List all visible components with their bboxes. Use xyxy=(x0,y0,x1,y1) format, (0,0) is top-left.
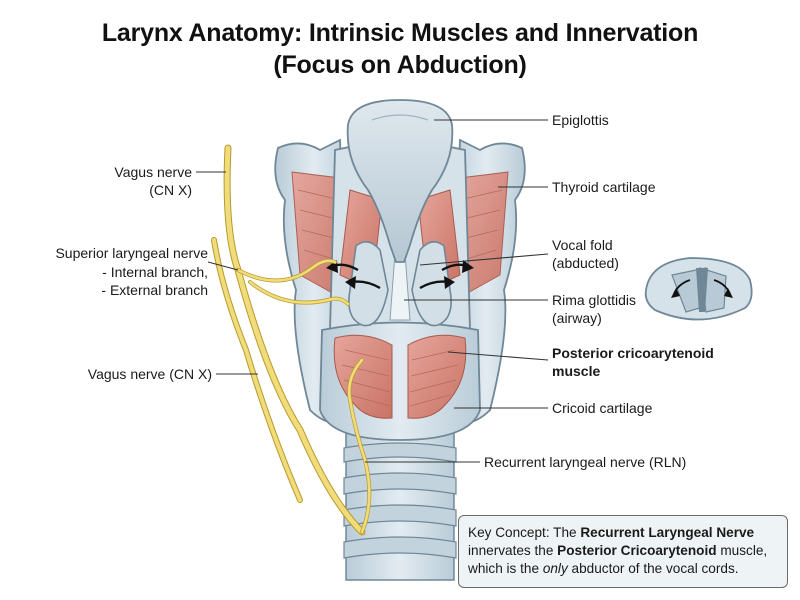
glottis-inset xyxy=(644,257,753,321)
key-concept-box: Key Concept: The Recurrent Laryngeal Ner… xyxy=(458,515,788,588)
key-concept-text-3: muscle, which is the xyxy=(468,543,768,576)
label-vagus-top-2: (CN X) xyxy=(149,182,192,198)
label-pca-2: muscle xyxy=(552,363,601,379)
label-epiglottis: Epiglottis xyxy=(552,112,609,128)
key-concept-rln: Recurrent Laryngeal Nerve xyxy=(580,525,755,540)
abduction-arrows xyxy=(326,260,474,290)
label-rima-2: (airway) xyxy=(552,310,602,326)
leader-lines xyxy=(196,119,549,463)
label-vagus-top-1: Vagus nerve xyxy=(114,164,192,180)
label-thyroid-cartilage: Thyroid cartilage xyxy=(552,179,656,195)
key-concept-text-1: Key Concept: The xyxy=(468,525,581,540)
label-pca-1: Posterior cricoarytenoid xyxy=(552,345,714,361)
label-rln: Recurrent laryngeal nerve (RLN) xyxy=(484,454,687,470)
label-rima-1: Rima glottidis xyxy=(552,292,637,308)
label-vocal-fold-1: Vocal fold xyxy=(552,237,613,253)
title-line-1: Larynx Anatomy: Intrinsic Muscles and In… xyxy=(101,19,699,47)
title-line-2: (Focus on Abduction) xyxy=(273,51,527,79)
label-cricoid-cartilage: Cricoid cartilage xyxy=(552,400,653,416)
superior-laryngeal-nerve xyxy=(236,258,350,306)
label-sln-1: Superior laryngeal nerve xyxy=(55,245,208,261)
key-concept-pca: Posterior Cricoarytenoid xyxy=(557,543,717,558)
label-sln-3: - External branch xyxy=(101,282,208,298)
label-vagus-mid: Vagus nerve (CN X) xyxy=(87,366,212,382)
recurrent-laryngeal-nerve xyxy=(347,358,372,534)
epiglottis xyxy=(346,99,454,263)
label-vocal-fold-2: (abducted) xyxy=(552,255,619,271)
label-sln-2: - Internal branch, xyxy=(102,264,208,280)
key-concept-only: only xyxy=(542,561,568,576)
key-concept-text-2: innervates the xyxy=(468,543,558,558)
vagus-nerve xyxy=(211,144,366,536)
key-concept-text-4: abductor of the vocal cords. xyxy=(567,561,739,576)
